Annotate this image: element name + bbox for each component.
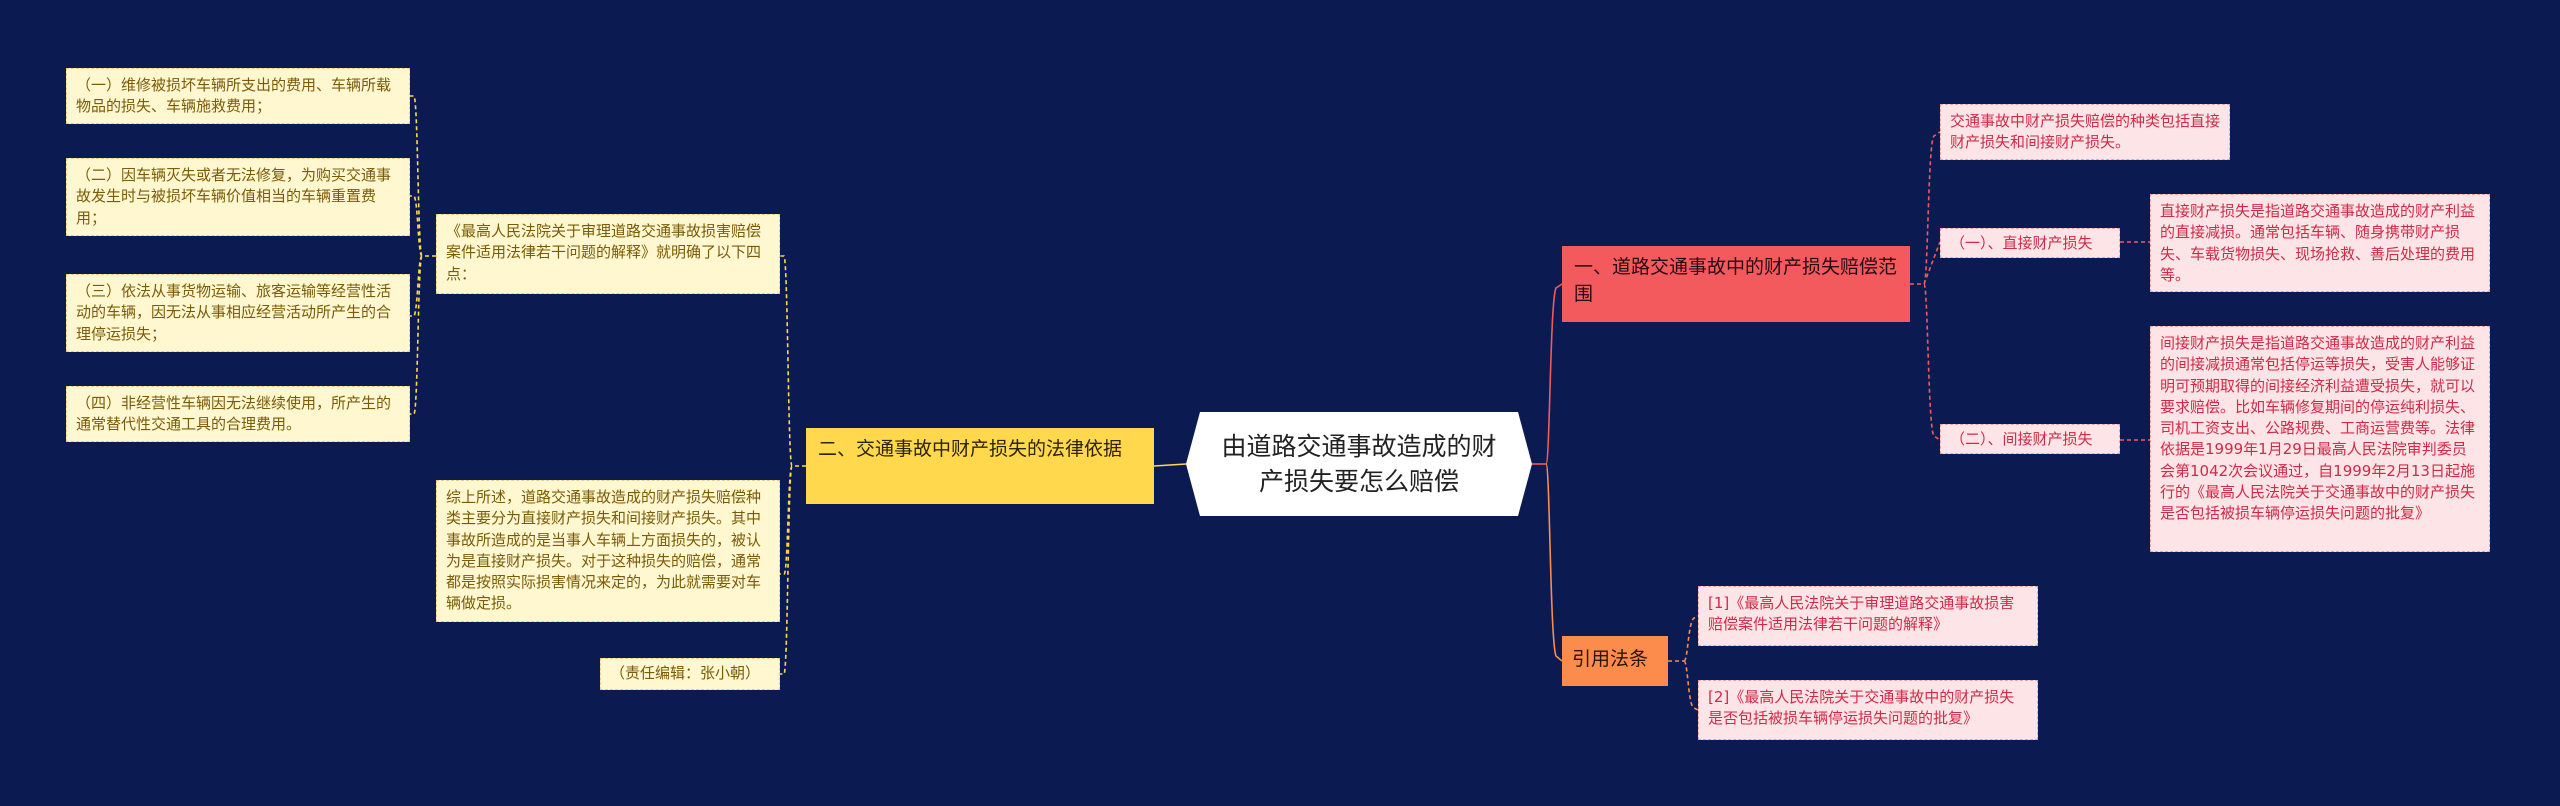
direct-loss-node[interactable]: （一）、直接财产损失 [1940,228,2120,258]
interpretation-node[interactable]: 《最高人民法院关于审理道路交通事故损害赔偿案件适用法律若干问题的解释》就明确了以… [436,214,780,294]
branch-basis-title: 二、交通事故中财产损失的法律依据 [818,438,1123,460]
indirect-loss-text: 间接财产损失是指道路交通事故造成的财产利益的间接减损通常包括停运等损失，受害人能… [2160,334,2476,523]
branch-refs[interactable]: 引用法条 [1562,636,1668,686]
indirect-loss-detail[interactable]: 间接财产损失是指道路交通事故造成的财产利益的间接减损通常包括停运等损失，受害人能… [2150,326,2490,552]
root-title: 由道路交通事故造成的财产损失要怎么赔偿 [1221,431,1497,496]
branch-scope-title: 一、道路交通事故中的财产损失赔偿范围 [1574,256,1898,305]
indirect-loss-label: （二）、间接财产损失 [1950,430,2093,448]
ref-item-2-text: [2]《最高人民法院关于交通事故中的财产损失是否包括被损车辆停运损失问题的批复》 [1708,688,2015,728]
basis-point-3-text: （三）依法从事货物运输、旅客运输等经营性活动的车辆，因无法从事相应经营活动所产生… [76,282,392,343]
summary-node[interactable]: 综上所述，道路交通事故造成的财产损失赔偿种类主要分为直接财产损失和间接财产损失。… [436,480,780,622]
basis-point-4[interactable]: （四）非经营性车辆因无法继续使用，所产生的通常替代性交通工具的合理费用。 [66,386,410,442]
ref-item-2[interactable]: [2]《最高人民法院关于交通事故中的财产损失是否包括被损车辆停运损失问题的批复》 [1698,680,2038,740]
ref-item-1[interactable]: [1]《最高人民法院关于审理道路交通事故损害赔偿案件适用法律若干问题的解释》 [1698,586,2038,646]
basis-point-4-text: （四）非经营性车辆因无法继续使用，所产生的通常替代性交通工具的合理费用。 [76,394,392,434]
scope-intro-node[interactable]: 交通事故中财产损失赔偿的种类包括直接财产损失和间接财产损失。 [1940,104,2230,160]
basis-point-1-text: （一）维修被损坏车辆所支出的费用、车辆所载物品的损失、车辆施救费用； [76,76,392,116]
branch-refs-title: 引用法条 [1572,648,1649,670]
branch-scope[interactable]: 一、道路交通事故中的财产损失赔偿范围 [1562,246,1910,322]
basis-point-1[interactable]: （一）维修被损坏车辆所支出的费用、车辆所载物品的损失、车辆施救费用； [66,68,410,124]
root-topic[interactable]: 由道路交通事故造成的财产损失要怎么赔偿 [1186,412,1532,516]
direct-loss-detail[interactable]: 直接财产损失是指道路交通事故造成的财产利益的直接减损。通常包括车辆、随身携带财产… [2150,194,2490,292]
editor-node[interactable]: （责任编辑：张小朝） [600,658,780,690]
summary-text: 综上所述，道路交通事故造成的财产损失赔偿种类主要分为直接财产损失和间接财产损失。… [446,488,762,613]
direct-loss-label: （一）、直接财产损失 [1950,234,2093,252]
scope-intro-text: 交通事故中财产损失赔偿的种类包括直接财产损失和间接财产损失。 [1950,112,2221,152]
ref-item-1-text: [1]《最高人民法院关于审理道路交通事故损害赔偿案件适用法律若干问题的解释》 [1708,594,2015,634]
indirect-loss-node[interactable]: （二）、间接财产损失 [1940,424,2120,454]
editor-text: （责任编辑：张小朝） [610,664,761,682]
basis-point-2[interactable]: （二）因车辆灭失或者无法修复，为购买交通事故发生时与被损坏车辆价值相当的车辆重置… [66,158,410,236]
direct-loss-text: 直接财产损失是指道路交通事故造成的财产利益的直接减损。通常包括车辆、随身携带财产… [2160,202,2476,284]
basis-point-3[interactable]: （三）依法从事货物运输、旅客运输等经营性活动的车辆，因无法从事相应经营活动所产生… [66,274,410,352]
branch-basis[interactable]: 二、交通事故中财产损失的法律依据 [806,428,1154,504]
basis-point-2-text: （二）因车辆灭失或者无法修复，为购买交通事故发生时与被损坏车辆价值相当的车辆重置… [76,166,392,227]
interpretation-text: 《最高人民法院关于审理道路交通事故损害赔偿案件适用法律若干问题的解释》就明确了以… [446,222,762,283]
